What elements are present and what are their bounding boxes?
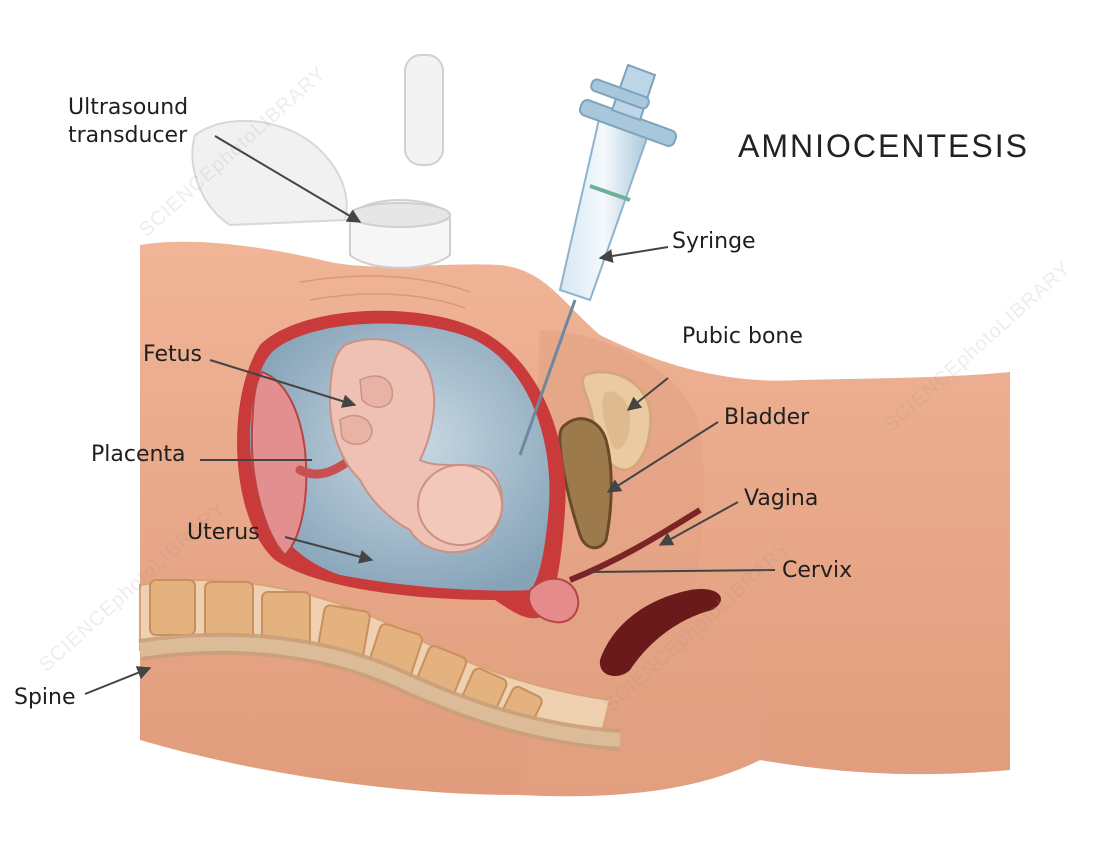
- label-fetus: Fetus: [143, 341, 202, 369]
- label-spine: Spine: [14, 684, 76, 712]
- diagram-title: AMNIOCENTESIS: [738, 128, 1029, 165]
- label-uterus: Uterus: [187, 519, 260, 547]
- label-cervix: Cervix: [782, 557, 852, 585]
- label-vagina: Vagina: [744, 485, 818, 513]
- label-ultrasound-transducer: Ultrasound transducer: [68, 94, 188, 150]
- label-bladder: Bladder: [724, 404, 809, 432]
- label-placenta: Placenta: [91, 441, 186, 469]
- label-pubic-bone: Pubic bone: [682, 323, 803, 351]
- label-syringe: Syringe: [672, 228, 756, 256]
